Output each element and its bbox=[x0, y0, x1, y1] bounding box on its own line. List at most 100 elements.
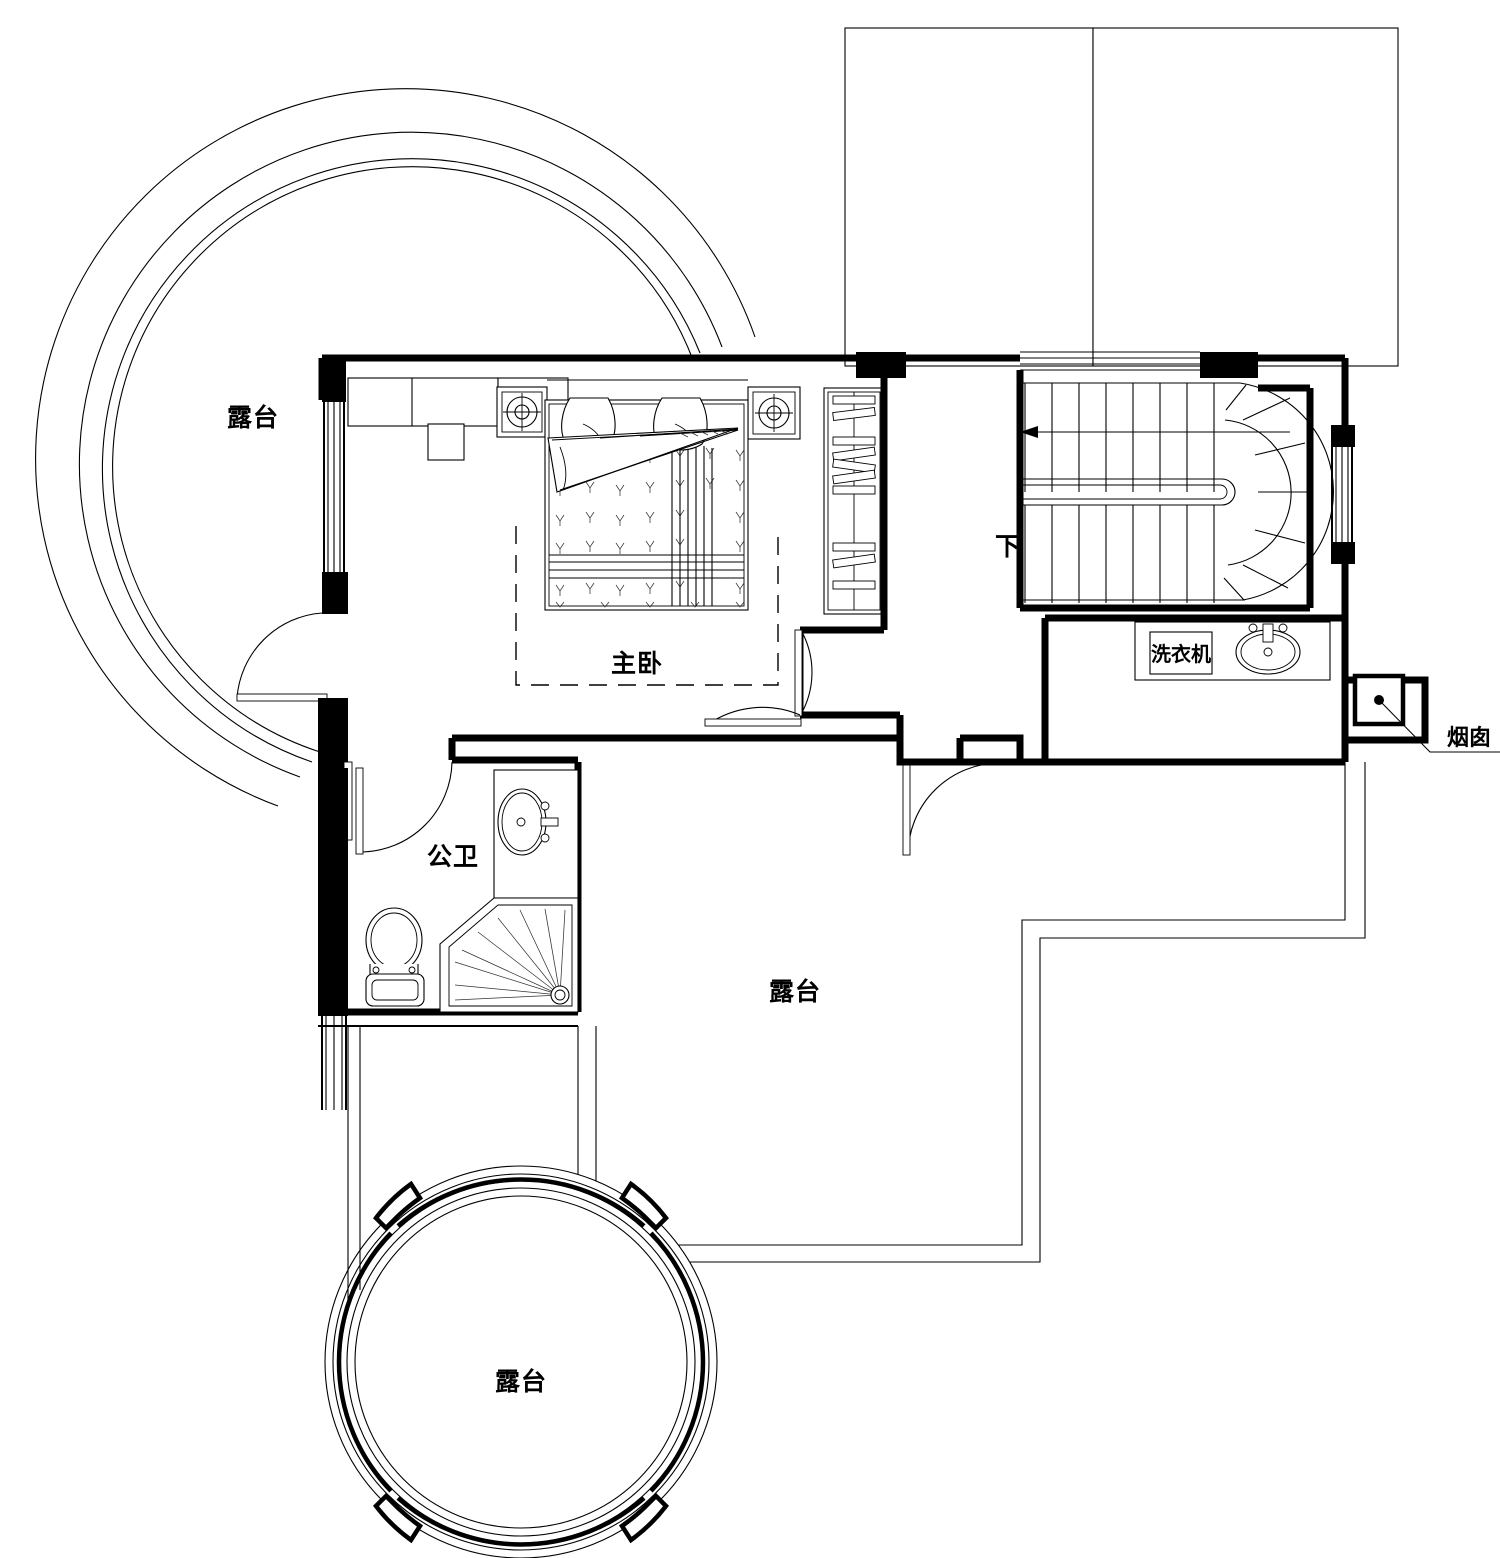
terrace-lc-rail-s bbox=[396, 1496, 646, 1547]
terrace-ul-arc-outer bbox=[35, 88, 756, 807]
bathroom-label: 公卫 bbox=[427, 842, 479, 871]
lamp-left-cross bbox=[503, 393, 541, 431]
terrace-lower-label: 露台 bbox=[495, 1367, 547, 1396]
stair-handrail bbox=[1020, 478, 1236, 506]
bathroom-faucet bbox=[540, 817, 559, 827]
cabinet-stool bbox=[427, 423, 465, 461]
wall-pier-top-2 bbox=[1200, 352, 1258, 378]
terrace-ul-arc-mid bbox=[78, 131, 723, 778]
chimney-leader-line bbox=[1378, 699, 1500, 753]
window-right-stair-mullions bbox=[1335, 447, 1349, 548]
terrace-lc-pillar-sw bbox=[373, 1492, 424, 1544]
laundry-sink bbox=[1235, 623, 1301, 675]
terrace-center-label: 露台 bbox=[769, 977, 821, 1006]
laundry-tap-left bbox=[1248, 623, 1258, 633]
laundry-tap-right bbox=[1278, 623, 1288, 633]
door-bedroom-arc bbox=[799, 631, 813, 717]
window-left-bedroom-mullions bbox=[327, 402, 341, 578]
double-bed bbox=[544, 397, 749, 611]
shower-drain-inner bbox=[554, 989, 566, 1001]
bedroom-zone-dashed bbox=[515, 526, 779, 686]
wall-corridor-lower bbox=[896, 738, 1045, 766]
door-bedroom-left-panel bbox=[704, 718, 802, 727]
door-bathroom-panel bbox=[355, 767, 364, 855]
stair-arrow-head bbox=[1020, 426, 1038, 438]
laundry-sink-drain bbox=[1263, 647, 1273, 657]
laundry-room: 洗衣机 bbox=[1041, 614, 1345, 766]
master-bedroom-label: 主卧 bbox=[611, 649, 663, 678]
door-terrace-bedroom bbox=[236, 612, 328, 702]
terrace-lc-pillar-ne bbox=[618, 1180, 669, 1232]
washing-machine-label: 洗衣机 bbox=[1151, 642, 1211, 666]
window-right-stair-frame bbox=[1331, 447, 1353, 548]
terrace-upper-left-label: 露台 bbox=[227, 403, 279, 432]
roof-outline-group bbox=[844, 27, 1399, 367]
wall-corridor-upper bbox=[960, 734, 1024, 762]
cabinet-run-a bbox=[347, 377, 499, 427]
terrace-upper-left-structure bbox=[35, 88, 756, 807]
terrace-lc-pillars bbox=[373, 1180, 669, 1544]
shower-spray-lines bbox=[454, 908, 566, 1001]
stair-treads-lower bbox=[1020, 505, 1245, 603]
bed-turndown-edge bbox=[559, 429, 739, 491]
door-laundry-panel bbox=[902, 762, 911, 856]
roof-panel-left bbox=[844, 27, 1094, 367]
stair-winders bbox=[1223, 382, 1334, 601]
toilet-bowl-inner bbox=[370, 912, 418, 968]
bathroom-tap-cold bbox=[540, 833, 550, 843]
terrace-ul-arc-inner bbox=[101, 158, 701, 763]
bath-wall-left bbox=[318, 768, 348, 1016]
toilet-cistern-inner bbox=[371, 979, 419, 1001]
stair-down-label: 下 bbox=[995, 532, 1021, 561]
bed-fold-hatch bbox=[679, 429, 729, 438]
terrace-center-inner-edge bbox=[715, 762, 1346, 1246]
bath-pier-left-top bbox=[318, 698, 348, 768]
corner-shower bbox=[439, 897, 579, 1013]
bathroom-tap-hot bbox=[540, 801, 550, 811]
bed-drape-lines bbox=[671, 437, 713, 606]
toilet bbox=[365, 907, 425, 1007]
stair-treads-upper bbox=[1020, 382, 1240, 492]
nightstand-left bbox=[496, 386, 548, 438]
door-terrace-arc bbox=[236, 612, 323, 699]
washing-machine-box bbox=[1149, 631, 1213, 675]
wall-pier-right-1 bbox=[1331, 425, 1355, 447]
nightstand-right bbox=[747, 386, 801, 440]
terrace-ul-arc-inner2 bbox=[112, 166, 694, 753]
lamp-right-cross bbox=[755, 394, 793, 432]
terrace-lc-pillar-se bbox=[618, 1492, 669, 1544]
stair-handrail-inner bbox=[1020, 484, 1228, 500]
staircase: 下 bbox=[995, 370, 1334, 612]
toilet-bolt-right bbox=[408, 966, 416, 974]
roof-panel-right bbox=[1092, 27, 1399, 367]
door-bathroom-arc bbox=[361, 761, 453, 853]
wall-pier-right-2 bbox=[1331, 542, 1355, 564]
door-bedroom-left bbox=[704, 706, 802, 727]
terrace-lc-rail-e bbox=[649, 1231, 706, 1493]
terrace-lc-pillar-nw bbox=[373, 1180, 424, 1232]
bathroom-sink bbox=[497, 788, 559, 856]
public-bathroom: 公卫 bbox=[318, 698, 582, 1110]
door-bedroom-panel bbox=[794, 629, 803, 717]
door-bedroom bbox=[794, 629, 813, 717]
window-top-stair bbox=[1020, 351, 1200, 371]
toilet-bolt-left bbox=[372, 966, 380, 974]
door-bathroom bbox=[355, 761, 453, 855]
terrace-lc-rail-n bbox=[396, 1177, 646, 1228]
terrace-lc-rail-w bbox=[336, 1231, 393, 1493]
terrace-lc-inner bbox=[354, 1195, 688, 1529]
bathroom-sink-drain bbox=[516, 817, 526, 827]
laundry-sink-faucet bbox=[1262, 623, 1274, 643]
bed-blanket-band bbox=[549, 554, 744, 579]
chimney-label: 烟囱 bbox=[1447, 725, 1491, 751]
door-terrace-panel bbox=[236, 693, 328, 702]
wall-pier-ul bbox=[322, 358, 346, 402]
stair-direction-arrow bbox=[1020, 426, 1290, 438]
chimney-group: 烟囱 bbox=[1345, 673, 1500, 753]
window-left-bedroom-frame bbox=[323, 402, 345, 578]
stair-handrail-outer bbox=[1020, 478, 1236, 506]
terrace-center-outer-edge bbox=[715, 762, 1366, 1263]
bath-window-lower-mullions bbox=[325, 1016, 343, 1110]
